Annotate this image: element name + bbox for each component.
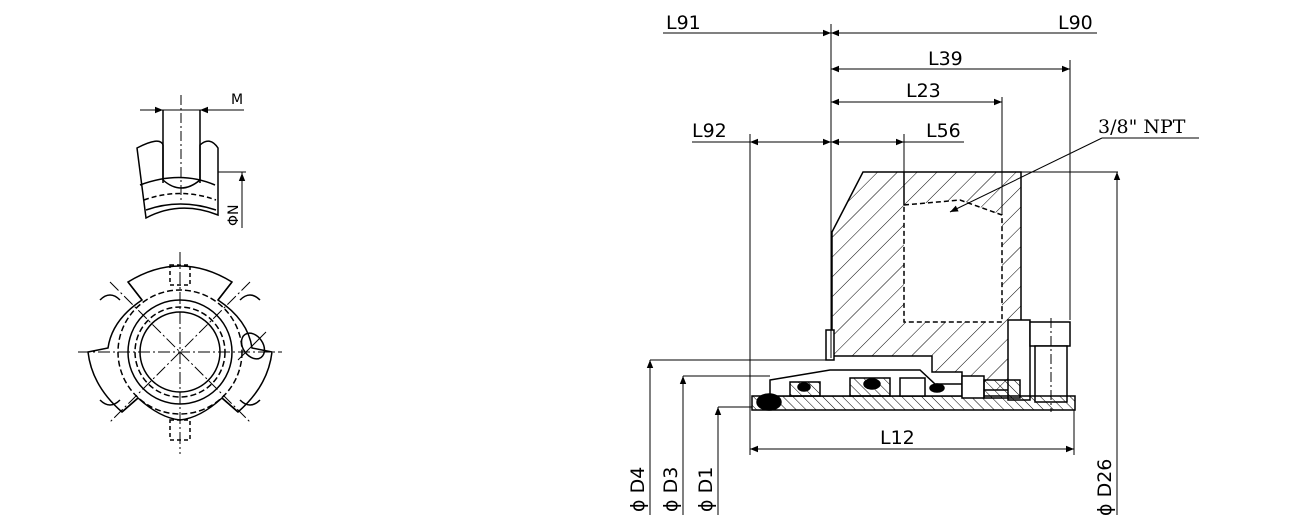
dim-label-npt: 3/8" NPT [1098,116,1186,138]
dim-label-d3: ϕ D3 [660,467,682,512]
extension-lines [650,24,1118,455]
detail-side-view [136,95,246,228]
dim-label-l90: L90 [1058,12,1093,34]
dim-label-l39: L39 [928,48,963,70]
dim-label-l92: L92 [692,120,727,142]
dim-label-d4: ϕ D4 [627,467,649,512]
dim-label-l56: L56 [926,120,961,142]
dim-label-l12: L12 [880,427,915,449]
detail-label-n: ΦN [226,205,242,227]
seal-assembly-section [751,171,1076,412]
dim-label-d26: ϕ D26 [1094,459,1116,516]
detail-front-view [78,252,282,454]
dimension-lines [646,29,1199,515]
dim-label-l23: L23 [906,80,941,102]
dim-label-d1: ϕ D1 [695,467,717,512]
dim-label-l91: L91 [666,12,701,34]
detail-label-m: M [231,92,243,108]
